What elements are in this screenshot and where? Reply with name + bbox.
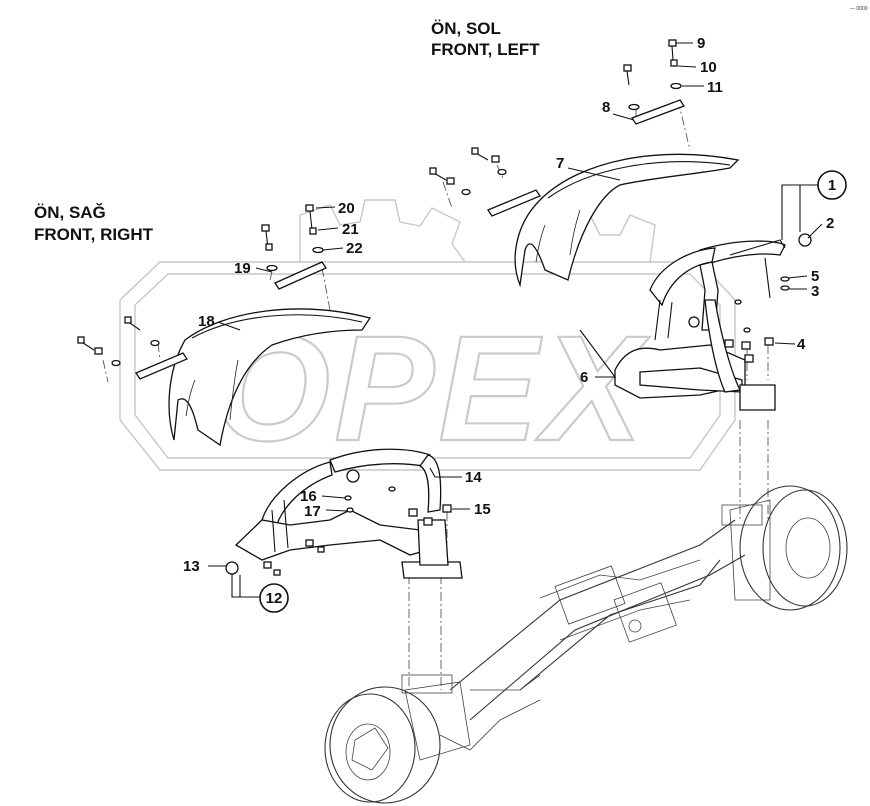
callout-2: 2 xyxy=(826,215,834,232)
callout-20: 20 xyxy=(338,200,355,217)
callout-19: 19 xyxy=(234,260,251,277)
callout-1-circle xyxy=(817,170,847,200)
fender-bracket-left-6 xyxy=(614,233,812,411)
callout-6: 6 xyxy=(580,369,588,386)
bracket-right-19 xyxy=(135,261,327,380)
caption-front-left-tr: ÖN, SOL xyxy=(431,19,501,38)
callout-7: 7 xyxy=(556,155,564,172)
callout-5: 5 xyxy=(811,268,819,285)
callout-15: 15 xyxy=(474,501,491,518)
caption-front-right-en: FRONT, RIGHT xyxy=(34,225,154,244)
callout-13: 13 xyxy=(183,558,200,575)
callout-4: 4 xyxy=(797,336,806,353)
fender-bracket-right-14 xyxy=(225,448,463,579)
callout-12: 12 xyxy=(266,590,283,607)
callout-8: 8 xyxy=(602,99,610,116)
callout-9: 9 xyxy=(697,35,705,52)
callout-17: 17 xyxy=(304,503,321,520)
callout-18: 18 xyxy=(198,313,215,330)
bracket-left-8 xyxy=(487,99,685,217)
callout-14: 14 xyxy=(465,469,482,486)
callout-16: 16 xyxy=(300,488,317,505)
callout-22: 22 xyxy=(346,240,363,257)
front-axle xyxy=(324,485,848,804)
bolts-left xyxy=(429,39,682,196)
caption-front-right-tr: ÖN, SAĞ xyxy=(34,203,106,222)
callout-10: 10 xyxy=(700,59,717,76)
fender-left xyxy=(514,153,740,288)
callout-1: 1 xyxy=(828,177,836,194)
caption-front-left-en: FRONT, LEFT xyxy=(431,40,540,59)
leader-lines xyxy=(208,42,823,598)
callout-12-circle xyxy=(259,583,289,613)
callout-3: 3 xyxy=(811,283,819,300)
corner-code: — 0000 xyxy=(850,6,868,12)
fender-right xyxy=(168,308,372,447)
callout-11: 11 xyxy=(707,79,723,96)
callout-21: 21 xyxy=(342,221,359,238)
